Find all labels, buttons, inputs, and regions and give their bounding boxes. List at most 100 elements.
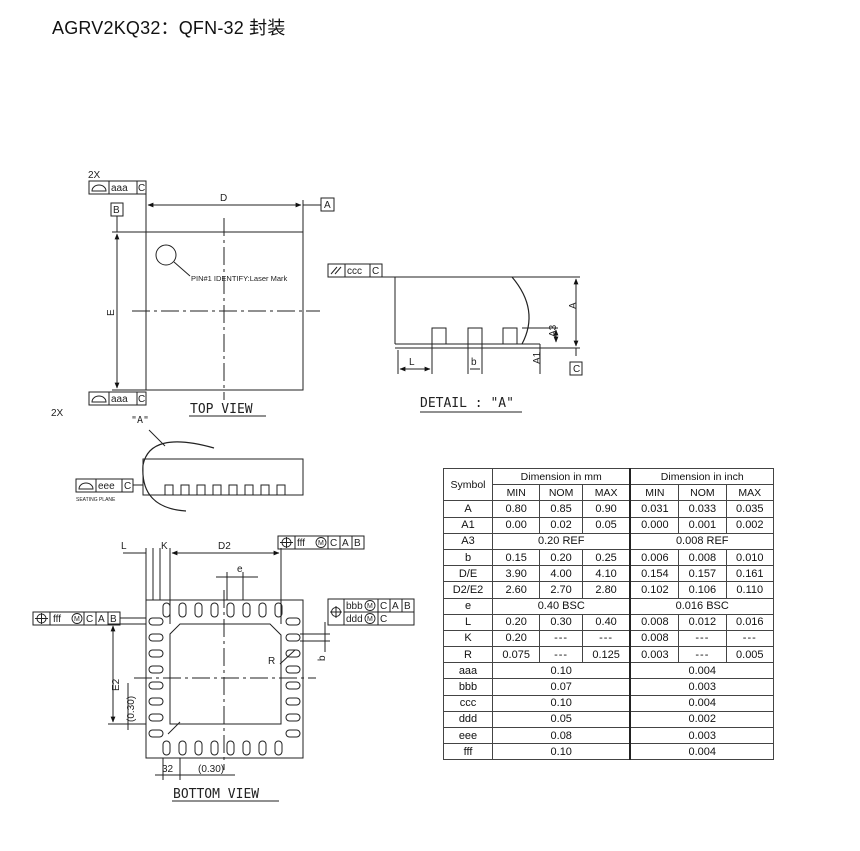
table-cell-merged: 0.05 [492, 710, 631, 729]
dim-e-pitch-label: e [237, 564, 243, 575]
fcf-ddd-text: ddd [346, 614, 363, 625]
table-cell: 2.60 [491, 581, 541, 599]
table-cell: 0.031 [629, 500, 680, 518]
table-symbol: A3 [443, 532, 493, 550]
bottom-view [32, 535, 415, 802]
dim-r-label: R [268, 656, 275, 667]
fcf-ccc-ref: C [372, 266, 379, 277]
table-cell: 4.00 [539, 565, 583, 583]
table-cell: 0.25 [581, 548, 631, 567]
fcf-bbb-text: bbb [346, 601, 363, 612]
table-symbol: K [443, 629, 493, 648]
sub-header: NOM [539, 484, 583, 502]
fcf-aaa-bottom-text: aaa [111, 394, 128, 405]
label-2x-bottom: 2X [51, 408, 64, 419]
table-symbol: b [443, 548, 493, 567]
fcf-fff-top-ref-b: B [354, 538, 361, 549]
dim-d-label: D [220, 193, 227, 204]
table-cell-merged: 0.002 [629, 710, 775, 729]
table-cell: 0.90 [581, 500, 631, 518]
fcf-ddd-m: M [367, 616, 373, 623]
side-view [75, 429, 304, 512]
table-cell: 0.154 [629, 565, 680, 583]
table-cell: 2.70 [539, 581, 583, 599]
fcf-bbb-ref-b: B [404, 601, 411, 612]
inch-header: Dimension in inch [629, 467, 775, 486]
table-cell: 0.80 [491, 500, 541, 518]
table-cell: --- [678, 646, 727, 664]
table-cell: 0.106 [678, 581, 727, 599]
fcf-ccc [327, 263, 383, 278]
seating-plane-label: SEATING PLANE [76, 497, 116, 503]
table-cell-merged: 0.003 [629, 678, 775, 696]
table-cell: 0.012 [678, 613, 727, 631]
dim-a-label: A [568, 302, 579, 309]
mm-header: Dimension in mm [492, 467, 631, 486]
table-cell: 0.008 [678, 548, 727, 567]
sub-header: MAX [581, 484, 631, 502]
table-cell: 0.85 [539, 500, 583, 518]
table-cell: 0.15 [491, 548, 541, 567]
dim-l-label: L [409, 357, 415, 368]
dim-d2-label: D2 [218, 541, 231, 552]
pin1-label: PIN#1 IDENTIFY:Laser Mark [191, 274, 288, 283]
table-symbol: D2/E2 [443, 581, 493, 599]
bottom-pads-right [285, 617, 301, 738]
table-cell-merged: 0.40 BSC [492, 597, 631, 615]
fcf-fff-top-text: fff [297, 538, 305, 549]
dim-32-label: 32 [162, 764, 174, 775]
dimension-table: Symbol Dimension in mm Dimension in inch… [443, 467, 775, 761]
sub-header: MAX [725, 484, 775, 502]
table-cell-merged: 0.016 BSC [629, 597, 775, 615]
table-cell: 0.006 [629, 548, 680, 567]
fcf-bbb-m: M [367, 603, 373, 610]
table-symbol: A1 [443, 516, 493, 534]
table-cell-merged: 0.003 [629, 726, 775, 745]
datum-c-box [569, 361, 583, 376]
table-cell: --- [581, 629, 631, 648]
table-symbol: bbb [443, 678, 493, 696]
table-cell: 0.05 [581, 516, 631, 534]
table-cell-merged: 0.10 [492, 662, 631, 680]
table-cell: --- [725, 629, 775, 648]
fcf-fff-left-m: M [74, 616, 80, 623]
datum-a-box [320, 197, 335, 212]
page-title: AGRV2KQ32：QFN-32 封装 [52, 18, 286, 38]
table-cell: 0.161 [725, 565, 775, 583]
table-symbol: A [443, 500, 493, 518]
fcf-fff-top-ref-c: C [330, 538, 337, 549]
table-cell: 0.001 [678, 516, 727, 534]
pin1-mark-icon [155, 244, 177, 266]
fcf-aaa-bottom-ref: C [138, 394, 145, 405]
table-cell-merged: 0.004 [629, 662, 775, 680]
table-symbol: R [443, 646, 493, 664]
datum-c-label: C [573, 364, 580, 375]
bottom-pads-top [162, 602, 283, 618]
datum-a-label: A [324, 200, 331, 211]
table-cell: 0.20 [491, 629, 541, 648]
sub-header: NOM [678, 484, 727, 502]
fcf-eee-ref: C [124, 481, 131, 492]
detail-title: DETAIL : "A" [420, 396, 514, 411]
top-view [88, 180, 335, 417]
fcf-ddd-ref-c: C [380, 614, 387, 625]
table-cell: 0.010 [725, 548, 775, 567]
table-cell-merged: 0.07 [492, 678, 631, 696]
table-cell: 0.002 [725, 516, 775, 534]
dim-030-vertical: (0.30) [126, 696, 137, 722]
fcf-bbb-ref-a: A [392, 601, 399, 612]
fcf-aaa-top-ref: C [138, 183, 145, 194]
table-cell: 0.008 [629, 629, 680, 648]
table-cell-merged: 0.004 [629, 743, 775, 761]
